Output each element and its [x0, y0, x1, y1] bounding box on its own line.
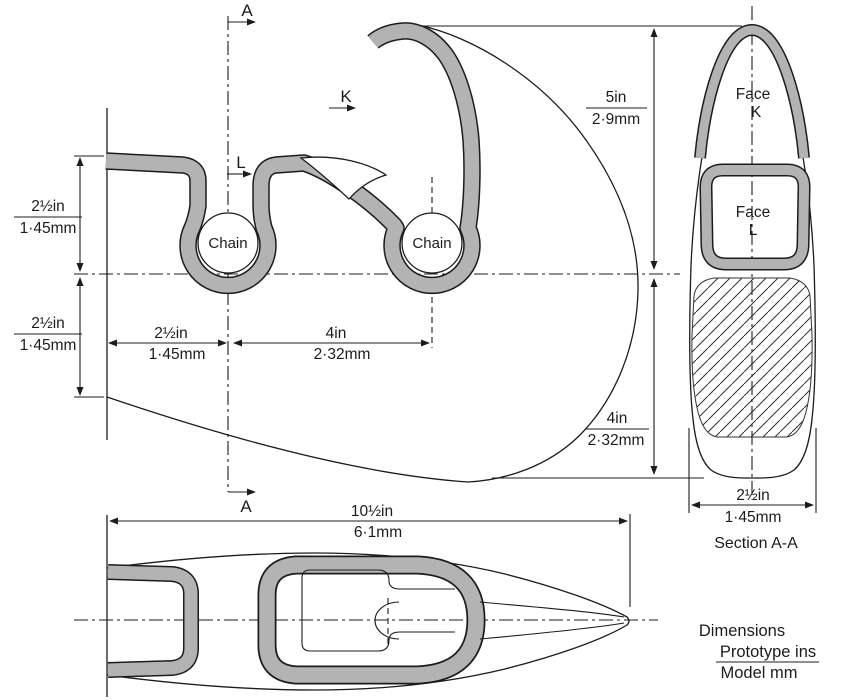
plan-ring-left-outline [108, 572, 191, 670]
dim-bottom-left: 2½in 1·45mm [108, 325, 227, 363]
dim-height-lower-mm: 2·32mm [588, 432, 645, 449]
arrow-right-icon [347, 104, 356, 112]
face-l-line2: L [749, 222, 758, 239]
dim-height-upper-mm: 2·9mm [592, 111, 640, 128]
face-k-marker-label: K [340, 87, 352, 106]
dimensions: 2½in 1·45mm 2½in 1·45mm 2½in 1·45mm 4in [14, 25, 817, 607]
face-k-line2: K [751, 104, 762, 121]
face-l-marker: L [227, 153, 252, 178]
dim-bottom-left-ins: 2½in [154, 325, 188, 342]
dim-overall-length-mm: 6·1mm [354, 524, 402, 541]
section-marker-top-label: A [241, 1, 253, 20]
dim-height-upper-ins: 5in [606, 89, 627, 106]
chain-right-label: Chain [412, 235, 451, 252]
face-k-marker: K [329, 87, 356, 112]
face-l-marker-label: L [236, 153, 245, 172]
dim-bottom-mid: 4in 2·32mm [233, 325, 430, 363]
plan-slot-taper-lines [479, 601, 625, 640]
dim-section-width: 2½in 1·45mm [691, 487, 814, 526]
plan-ring-left [108, 572, 191, 670]
centerlines [74, 6, 753, 621]
dim-left-lower: 2½in 1·45mm [14, 277, 84, 396]
extension-lines [74, 25, 817, 607]
dim-bottom-mid-mm: 2·32mm [314, 346, 371, 363]
chain-left-label: Chain [208, 235, 247, 252]
dim-overall-length-ins: 10½in [351, 503, 393, 520]
arrow-right-icon [247, 488, 256, 496]
dim-section-width-mm: 1·45mm [725, 509, 782, 526]
section-marker-bottom-label: A [240, 497, 252, 516]
section-hatched-core [691, 277, 813, 438]
dim-bottom-mid-ins: 4in [326, 325, 347, 342]
arrow-right-icon [247, 18, 256, 26]
dim-left-lower-ins: 2½in [31, 315, 65, 332]
legend-heading: Dimensions [699, 622, 785, 640]
dim-left-upper-ins: 2½in [31, 198, 65, 215]
face-k-line1: Face [736, 86, 770, 103]
dim-left-upper-mm: 1·45mm [20, 220, 77, 237]
plan-slot-notch [374, 601, 400, 640]
dim-height-upper: 5in 2·9mm [586, 28, 658, 270]
section-marker-bottom: A [228, 488, 256, 516]
dim-left-lower-mm: 1·45mm [20, 337, 77, 354]
chain-circle-left [197, 212, 259, 274]
dim-bottom-left-mm: 1·45mm [149, 346, 206, 363]
plan-slot-contour [301, 569, 455, 652]
dim-overall-length: 10½in 6·1mm [109, 503, 628, 541]
profile-flap [299, 156, 388, 200]
legend: Dimensions Prototype ins Model mm [699, 622, 819, 682]
legend-denominator: Model mm [720, 664, 797, 682]
dim-height-lower: 4in 2·32mm [585, 278, 658, 475]
face-l-line1: Face [736, 204, 770, 221]
section-view: Face K Face L Section A-A [689, 25, 816, 552]
dim-left-upper: 2½in 1·45mm [14, 157, 84, 272]
chain-circle-right [401, 212, 463, 274]
dim-height-lower-ins: 4in [607, 410, 628, 427]
section-caption: Section A-A [714, 535, 798, 552]
dim-section-width-ins: 2½in [736, 487, 770, 504]
profile-view: Chain Chain A A K L [106, 1, 639, 516]
plan-view [106, 515, 630, 697]
legend-numerator: Prototype ins [720, 643, 816, 661]
arrow-right-icon [243, 170, 252, 178]
profile-outer-curve [106, 24, 639, 483]
plan-outline [106, 552, 630, 691]
section-marker-top: A [228, 1, 256, 26]
